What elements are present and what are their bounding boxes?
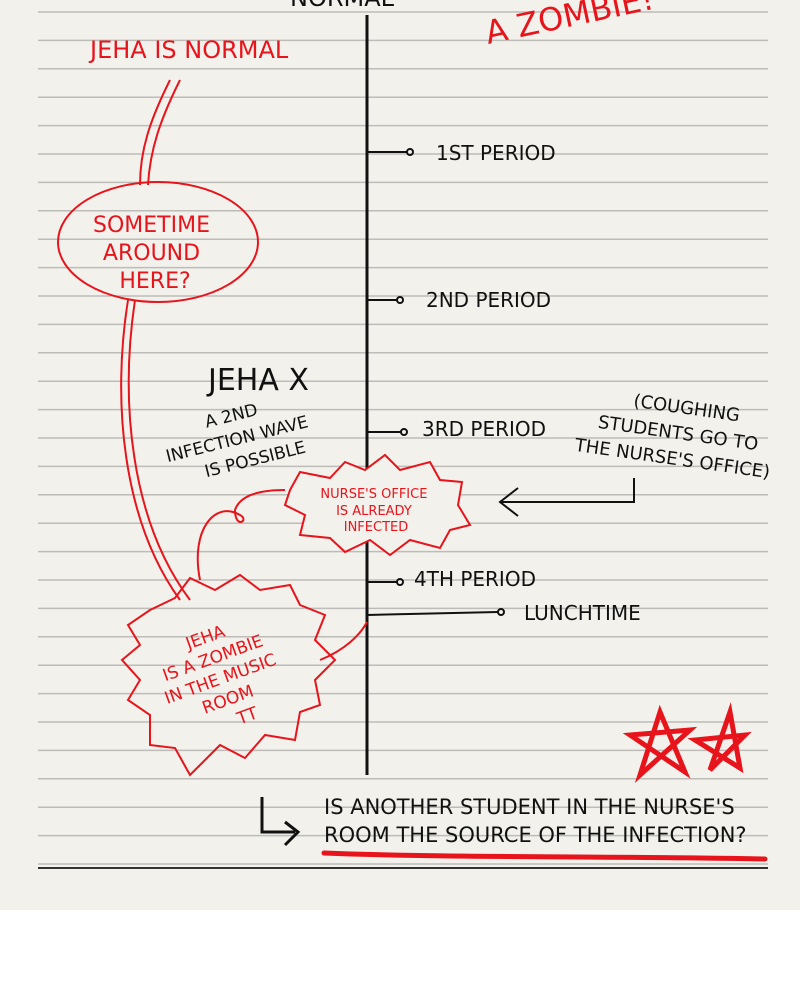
jeha-normal-note: JEHA IS NORMAL [88, 36, 289, 64]
red-underline [321, 850, 768, 862]
return-arrow-icon [260, 797, 301, 847]
period-label-1: 1ST PERIOD [436, 141, 556, 165]
sometime-line-1: SOMETIME [93, 213, 210, 238]
connector-line [139, 79, 181, 186]
zombie-note: JEHA IS A ZOMBIE IN THE MUSIC ROOM TT [147, 607, 299, 750]
sometime-note: SOMETIME AROUND HERE? [93, 213, 217, 294]
period-label-lunch: LUNCHTIME [524, 601, 641, 625]
period-label-2: 2ND PERIOD [426, 288, 551, 312]
nurse-line-1: NURSE'S OFFICE [320, 487, 427, 502]
svg-text:JEHA IS A ZOMBIE I: JEHA IS A ZOMBIE IN THE MUSIC ROOM TT [147, 607, 299, 750]
sometime-line-3: HERE? [119, 269, 190, 294]
second-wave-note: A 2ND INFECTION WAVE IS POSSIBLE [158, 388, 321, 491]
question-line-1: IS ANOTHER STUDENT IN THE NURSE'S [324, 795, 735, 819]
ruled-lines [38, 11, 768, 865]
sometime-bubble [57, 181, 259, 303]
period-ticks [366, 148, 505, 616]
zombie-burst [120, 573, 337, 777]
svg-text:A 2ND INFECTION WAVE: A 2ND INFECTION WAVE IS POSSIBLE [158, 388, 321, 491]
star-doodle-icon [622, 702, 752, 784]
svg-text:(COUGHING STUDENTS GO TO: (COUGHING STUDENTS GO TO THE NURSE'S OFF… [572, 383, 778, 483]
nurse-line-3: INFECTED [344, 520, 409, 535]
connector-line-lower [120, 299, 191, 601]
zombie-line-5: TT [234, 703, 262, 729]
question-line-2: ROOM THE SOURCE OF THE INFECTION? [324, 823, 747, 847]
nurse-office-burst [283, 453, 472, 557]
period-label-3: 3RD PERIOD [422, 417, 546, 441]
nurse-office-note: NURSE'S OFFICE IS ALREADY INFECTED [320, 487, 431, 535]
nurse-line-2: IS ALREADY [336, 504, 412, 519]
period-label-4: 4TH PERIOD [414, 567, 536, 591]
curved-arrow [196, 489, 286, 581]
top-cut-text-left: NORMAL [290, 0, 395, 12]
sometime-line-2: AROUND [103, 241, 200, 266]
left-arrow-icon [498, 478, 635, 517]
top-cut-text-right: A ZOMBIE! [482, 0, 657, 52]
coughing-note: (COUGHING STUDENTS GO TO THE NURSE'S OFF… [572, 383, 778, 483]
burst-connector [319, 621, 368, 661]
jeha-x-note: JEHA X [206, 363, 309, 398]
